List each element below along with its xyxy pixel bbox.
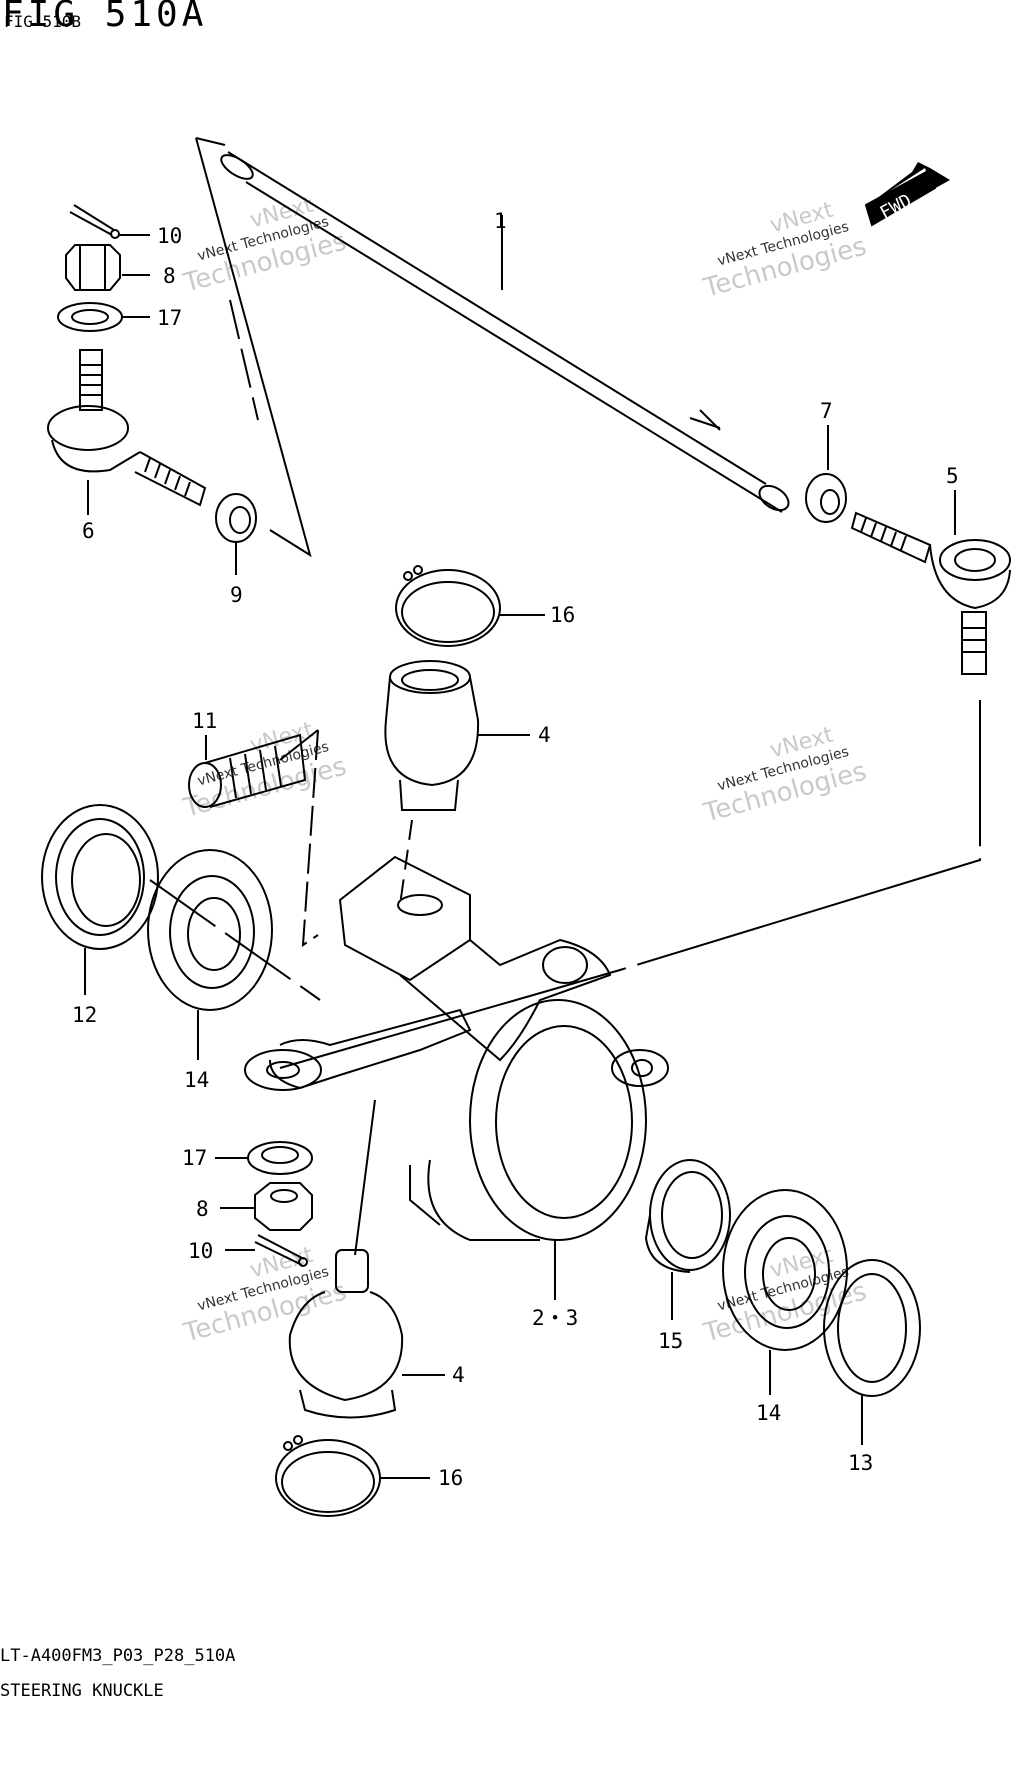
tie-rod-end-part xyxy=(850,511,1011,675)
callout-labels: 1 10 8 17 6 9 7 5 16 4 11 12 14 17 8 10 … xyxy=(72,209,959,1490)
callout-label: 2・3 xyxy=(532,1306,578,1330)
figure-title: FIG 510A xyxy=(2,0,208,35)
callout-label: 10 xyxy=(188,1239,213,1263)
steering-knuckle-part xyxy=(244,855,669,1241)
callout-label: 16 xyxy=(550,603,575,627)
callout-label: 8 xyxy=(163,264,176,288)
bolt-part xyxy=(188,733,307,808)
circlip-part xyxy=(395,565,501,647)
callout-label: 7 xyxy=(820,399,833,423)
ball-joint-part xyxy=(384,660,480,811)
circlip-part xyxy=(275,1435,381,1517)
callout-label: 5 xyxy=(946,464,959,488)
castle-nut-part xyxy=(254,1182,313,1231)
nut-part xyxy=(215,493,257,543)
callout-label: 17 xyxy=(182,1146,207,1170)
model-code: LT-A400FM3_P03_P28_510A xyxy=(0,1646,236,1666)
nut-part xyxy=(805,473,847,523)
section-name: STEERING KNUCKLE xyxy=(0,1681,164,1701)
bearing-part xyxy=(722,1189,848,1351)
washer-part xyxy=(57,302,123,332)
callout-label: 11 xyxy=(192,709,217,733)
callout-label: 8 xyxy=(196,1197,209,1221)
callout-label: 17 xyxy=(157,306,182,330)
figure-subtitle: FIG 510B xyxy=(4,12,82,31)
callout-label: 6 xyxy=(82,519,95,543)
tie-rod-end-part xyxy=(47,349,207,507)
callout-label: 13 xyxy=(848,1451,873,1475)
tie-rod-part xyxy=(220,151,790,513)
spacer-part xyxy=(644,1159,731,1273)
callout-label: 14 xyxy=(184,1068,209,1092)
callout-label: 10 xyxy=(157,224,182,248)
ball-joint-part xyxy=(288,1249,404,1419)
castle-nut-part xyxy=(65,244,121,291)
bearing-part xyxy=(147,849,273,1011)
oil-seal-part xyxy=(41,804,159,950)
callout-label: 4 xyxy=(538,723,551,747)
leader-lines xyxy=(84,215,956,1479)
callout-label: 4 xyxy=(452,1363,465,1387)
callout-label: 9 xyxy=(230,583,243,607)
cotter-pin-part xyxy=(69,204,120,239)
washer-part xyxy=(247,1141,313,1175)
oil-seal-part xyxy=(823,1259,921,1397)
callout-label: 15 xyxy=(658,1329,683,1353)
fwd-arrow-icon: FWD xyxy=(864,162,950,227)
cotter-pin-part xyxy=(254,1234,308,1267)
callout-label: 14 xyxy=(756,1401,781,1425)
callout-label: 16 xyxy=(438,1466,463,1490)
callout-label: 1 xyxy=(494,209,507,233)
callout-label: 12 xyxy=(72,1003,97,1027)
